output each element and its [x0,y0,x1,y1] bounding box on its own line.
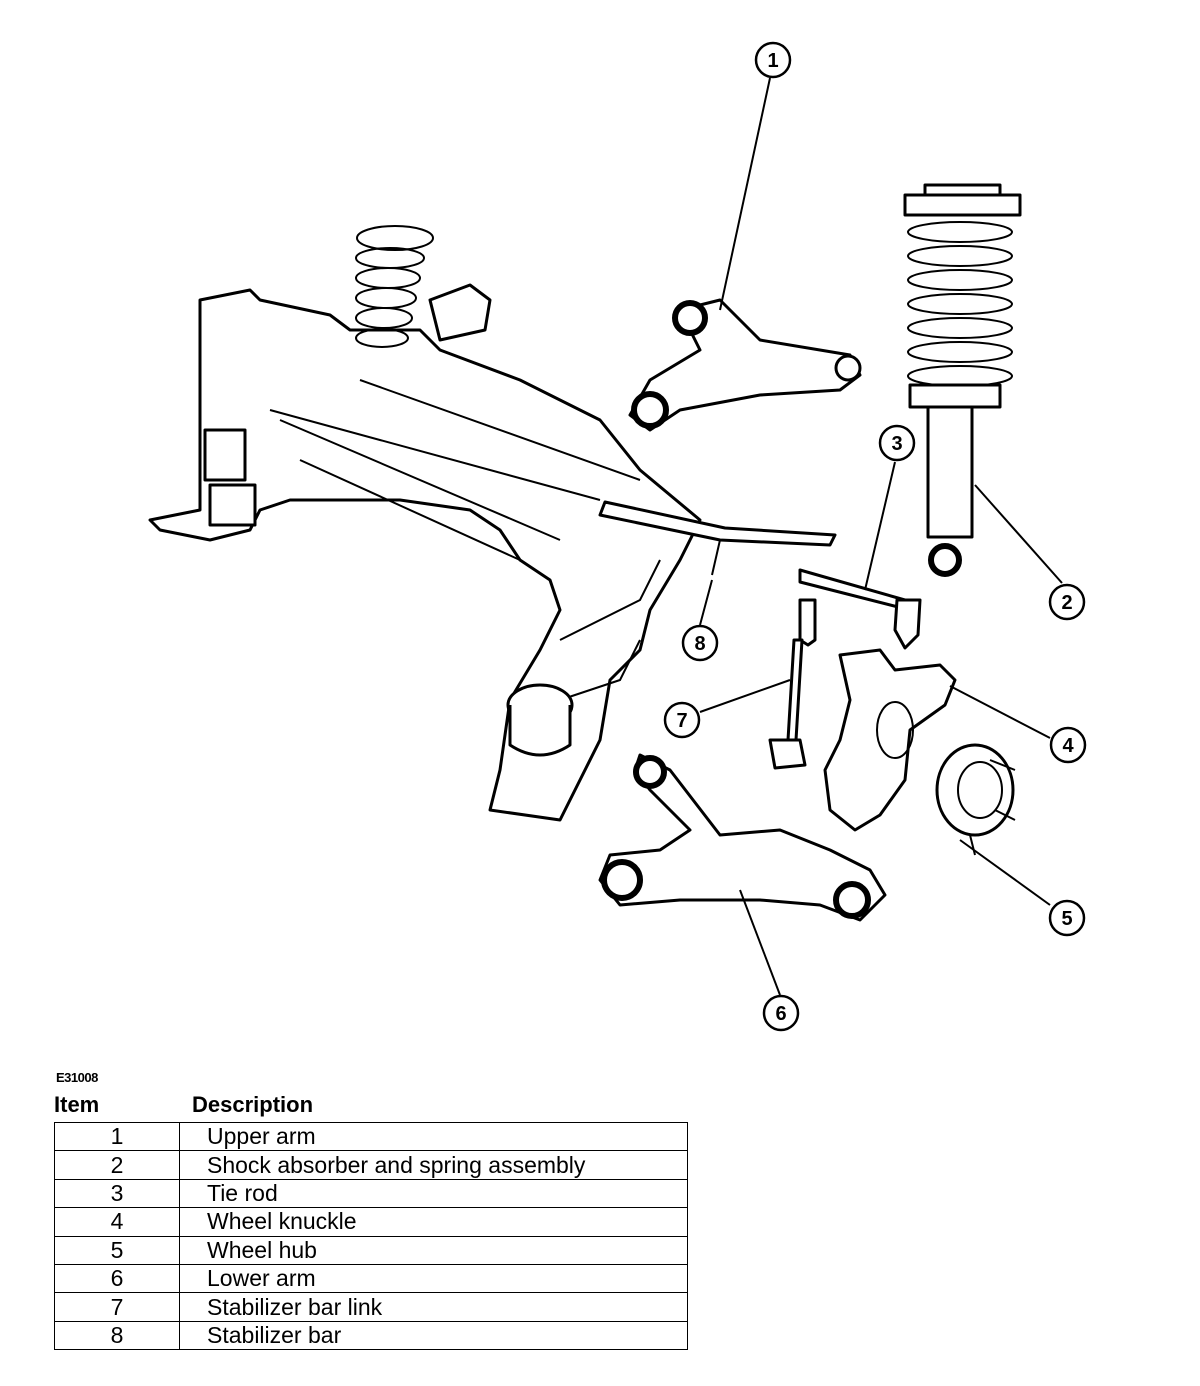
legend-item-number: 1 [54,1121,180,1152]
wheel-hub-drawing [935,743,1016,856]
stabilizer-bar-drawing [598,500,837,576]
leader-lines [699,77,1063,996]
legend-item-number: 5 [54,1235,180,1265]
legend-item-number: 2 [54,1150,180,1180]
legend-item-number: 7 [54,1292,180,1322]
stabilizer-link-drawing [768,598,817,770]
svg-text:6: 6 [775,1003,786,1025]
suspension-exploded-diagram: 1 2 3 4 5 6 7 8 [148,41,1087,1032]
svg-text:5: 5 [1061,908,1072,930]
svg-text:4: 4 [1062,735,1074,757]
callout-5: 5 [1048,899,1086,937]
legend-item-number: 3 [54,1178,180,1209]
figure-code: E31008 [56,1070,98,1085]
callout-6: 6 [762,994,800,1032]
svg-text:7: 7 [676,710,687,732]
legend-header: Item Description [54,1092,674,1120]
svg-text:3: 3 [891,433,902,455]
callout-1: 1 [754,41,792,79]
tie-rod-drawing [798,568,922,650]
callout-8: 8 [681,624,719,662]
callout-3: 3 [878,424,916,462]
svg-text:2: 2 [1061,592,1072,614]
legend-item-description: Upper arm [179,1121,688,1152]
legend-header-description: Description [192,1092,314,1117]
shock-spring-drawing [903,183,1022,577]
legend-item-description: Shock absorber and spring assembly [179,1150,688,1180]
upper-arm-drawing [628,298,862,432]
legend-item-number: 4 [54,1207,180,1237]
legend-item-description: Stabilizer bar [179,1320,688,1351]
legend-item-number: 8 [54,1320,180,1351]
legend-item-number: 6 [54,1263,180,1294]
callout-2: 2 [1048,583,1086,621]
legend-header-item: Item [54,1092,100,1117]
subframe-drawing [148,225,702,822]
callout-7: 7 [663,701,701,739]
legend-item-description: Wheel knuckle [179,1207,688,1237]
svg-text:8: 8 [694,633,705,655]
callout-4: 4 [1049,726,1087,764]
legend-item-description: Wheel hub [179,1235,688,1265]
wheel-knuckle-drawing [823,648,957,832]
legend-item-description: Tie rod [179,1178,688,1209]
legend-item-description: Lower arm [179,1263,688,1294]
lower-arm-drawing [598,753,887,922]
legend-item-description: Stabilizer bar link [179,1292,688,1322]
svg-text:1: 1 [767,50,778,72]
